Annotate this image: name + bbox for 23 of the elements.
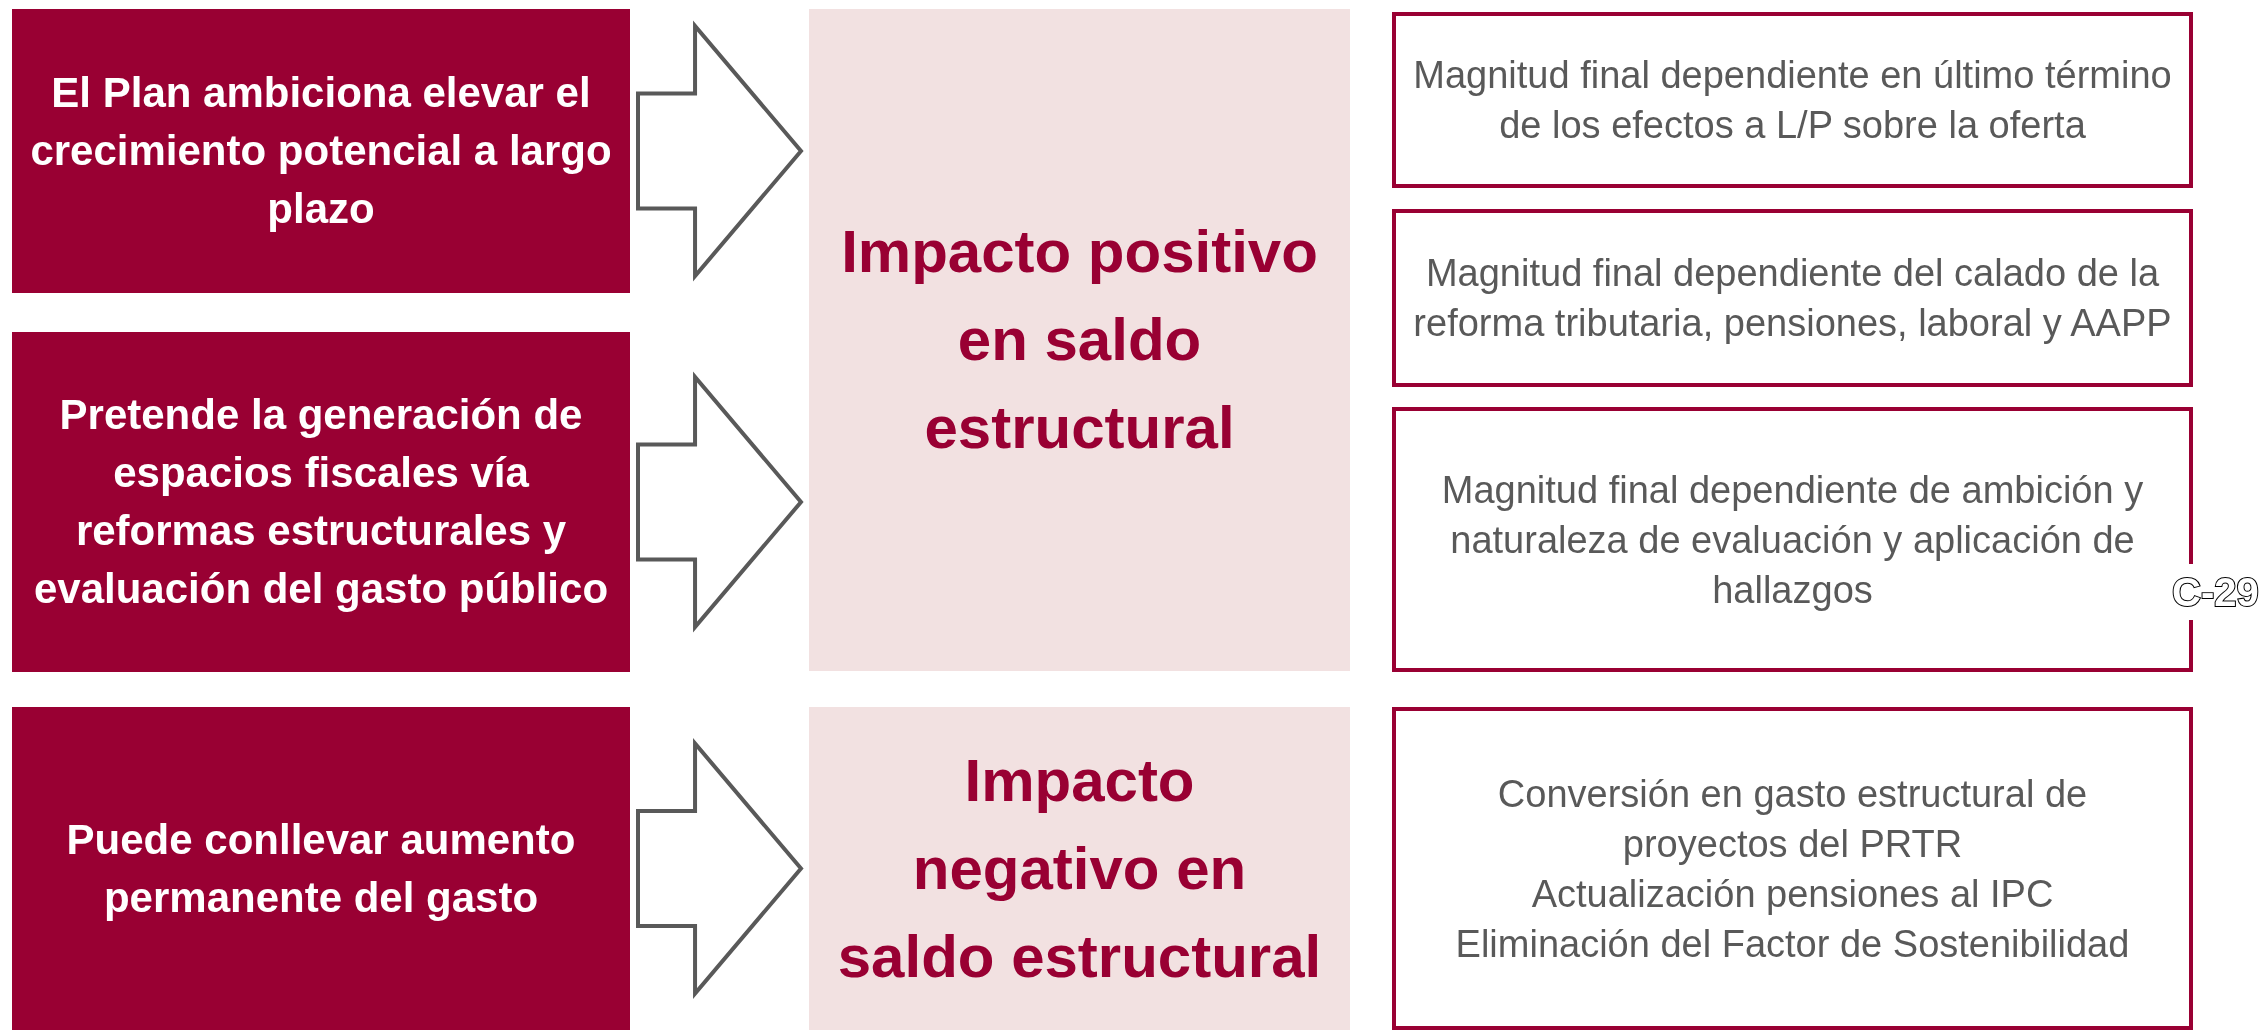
statement-box [12,9,630,293]
box-text: Eliminación del Factor de Sostenibilidad [1455,921,2130,967]
box-text: Magnitud final dependiente del calado de la reforma tributaria, pensiones, laboral y AAPP [1412,251,2173,346]
box-text: Conversión en gasto estructural de proyectos del PRTR [1496,771,2089,867]
slide-code: C-29 [2170,564,2261,620]
box-text: Magnitud final dependiente en último término de los efectos a L/P sobre la oferta [1412,53,2173,148]
impact-panel [809,707,1350,1030]
box-text: Impacto negativo en saldo estructural [836,745,1323,992]
box-text: El Plan ambiciona elevar el crecimiento potencial a largo plazo [29,68,613,234]
box-text: Magnitud final dependiente de ambición y naturaleza de evaluación y aplicación de hallazgos [1440,467,2145,613]
note-box [1392,707,2193,1030]
box-text: Puede conllevar aumento permanente del gasto [65,814,577,923]
block-arrow [636,371,804,633]
box-text: Impacto positivo en saldo estructural [840,217,1319,463]
statement-box [12,707,630,1030]
note-box [1392,12,2193,188]
impact-panel [809,9,1350,671]
statement-box [12,332,630,672]
box-text: Pretende la generación de espacios fiscales vía reformas estructurales y evaluación del gasto público [32,390,610,614]
box-text: Actualización pensiones al IPC [1531,871,2054,917]
block-arrow [636,738,804,999]
block-arrow [636,20,804,282]
note-box [1392,209,2193,387]
